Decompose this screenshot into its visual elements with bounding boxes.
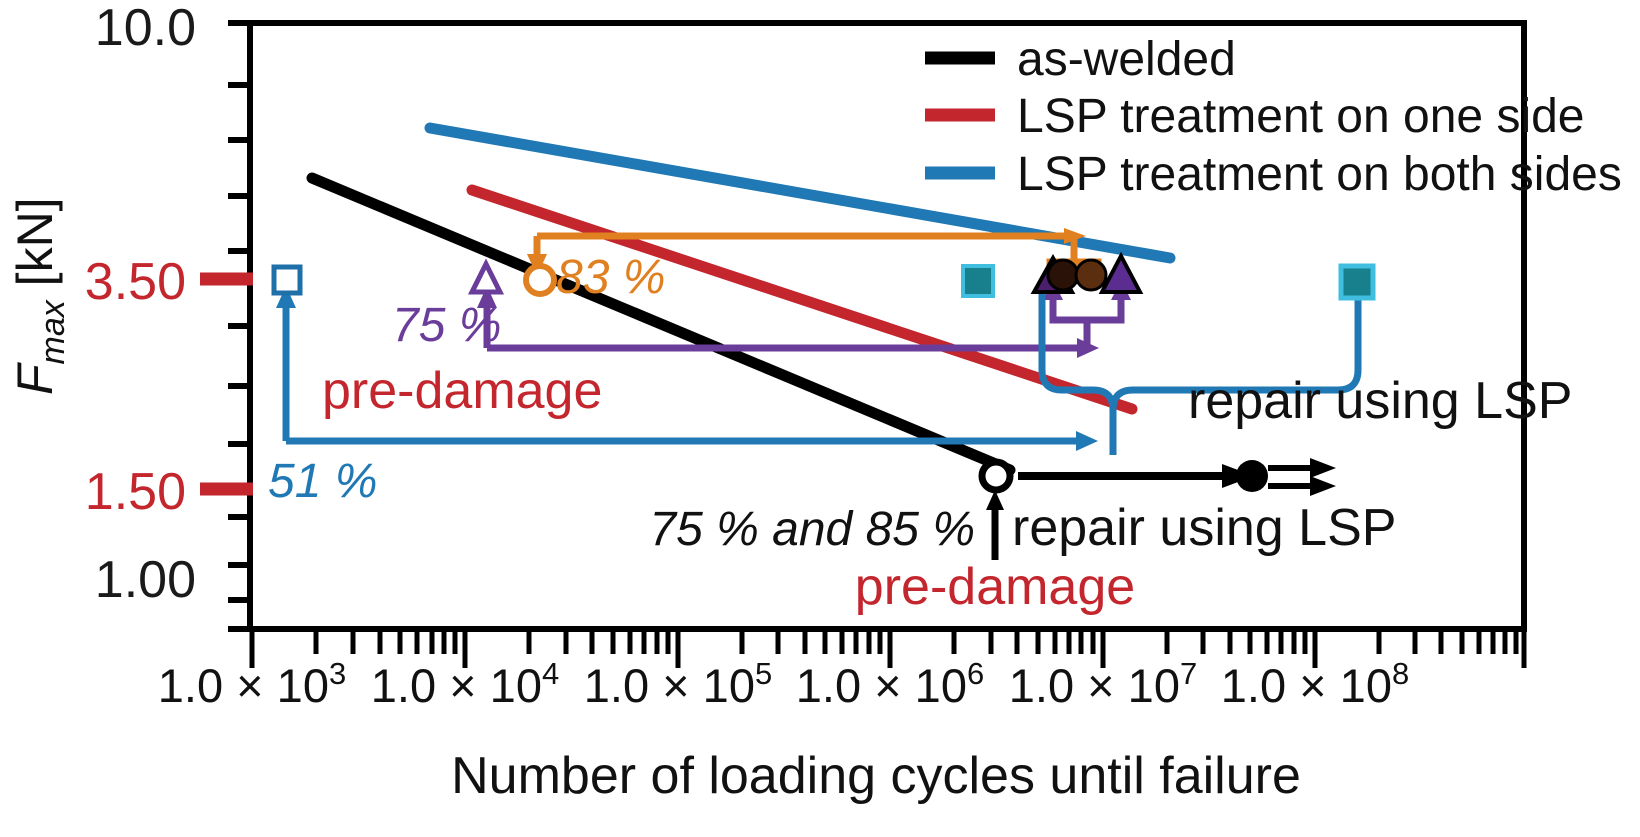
- x-tick-label-1e8: 1.0 × 108: [1221, 656, 1409, 712]
- marker-filled-circle-black: [1236, 460, 1268, 492]
- x-tick-mantissa: 1.0 × 10: [158, 659, 329, 712]
- x-axis-ticks: [249, 629, 1527, 668]
- x-tick-exponent: 5: [755, 656, 772, 691]
- x-tick-mantissa: 1.0 × 10: [1221, 659, 1392, 712]
- x-tick-exponent: 6: [967, 656, 984, 691]
- annotation-blue-51: [276, 286, 1362, 455]
- x-tick-label-1e6: 1.0 × 106: [796, 656, 984, 712]
- x-tick-label-1e5: 1.0 × 105: [584, 656, 772, 712]
- marker-open-triangle-purple: [467, 258, 505, 295]
- annotation-83-percent-label: 83 %: [556, 251, 665, 304]
- marker-filled-circle-orange: [1074, 258, 1108, 292]
- annotation-repair-using-lsp-right: repair using LSP: [1188, 372, 1572, 430]
- x-tick-label-1e4: 1.0 × 104: [371, 656, 559, 712]
- marker-filled-triangle-purple-right: [1098, 251, 1144, 294]
- legend: as-welded LSP treatment on one side LSP …: [925, 33, 1622, 201]
- x-tick-label-1e3: 1.0 × 103: [158, 656, 346, 712]
- marker-filled-circle-dark: [1046, 258, 1080, 292]
- marker-open-square-blue: [271, 264, 303, 296]
- y-axis-title-subscript: max: [34, 299, 72, 364]
- legend-item-lsp-both-sides[interactable]: LSP treatment on both sides: [925, 148, 1622, 201]
- annotation-51-percent-label: 51 %: [268, 455, 377, 508]
- annotation-purple-75: [477, 280, 1131, 358]
- marker-filled-square-teal-right: [1338, 263, 1376, 301]
- series-line-lsp-one-side: [466, 184, 1138, 415]
- y-tick-label-10: 10.0: [95, 0, 196, 57]
- x-tick-mantissa: 1.0 × 10: [371, 659, 542, 712]
- annotation-pre-damage-bottom: pre-damage: [855, 558, 1135, 616]
- x-tick-mantissa: 1.0 × 10: [796, 659, 967, 712]
- x-tick-exponent: 7: [1180, 656, 1197, 691]
- marker-open-circle-orange: [523, 263, 557, 297]
- data-markers: [271, 251, 1376, 494]
- svg-text:Fmax [kN]: Fmax [kN]: [7, 197, 72, 395]
- y-tick-label-150: 1.50: [85, 463, 186, 521]
- x-tick-labels: 1.0 × 103 1.0 × 104 1.0 × 105 1.0 × 106 …: [158, 656, 1409, 712]
- x-tick-exponent: 3: [329, 656, 346, 691]
- y-axis-title: Fmax [kN]: [7, 197, 72, 395]
- legend-label-lsp-both-sides: LSP treatment on both sides: [1017, 148, 1622, 201]
- annotation-75-and-85-percent-label: 75 % and 85 %: [649, 503, 975, 556]
- series-line-as-welded: [306, 172, 1016, 476]
- y-axis-highlight-ticks: [200, 272, 253, 496]
- y-axis-title-unit: [kN]: [7, 197, 63, 300]
- x-tick-exponent: 8: [1392, 656, 1409, 691]
- y-axis-title-symbol: F: [7, 362, 63, 395]
- annotation-pre-damage-left: pre-damage: [322, 362, 602, 420]
- x-tick-mantissa: 1.0 × 10: [1009, 659, 1180, 712]
- legend-item-lsp-one-side[interactable]: LSP treatment on one side: [925, 90, 1585, 143]
- x-tick-mantissa: 1.0 × 10: [584, 659, 755, 712]
- x-tick-exponent: 4: [542, 656, 559, 691]
- legend-item-as-welded[interactable]: as-welded: [925, 33, 1236, 86]
- y-tick-label-350: 3.50: [85, 253, 186, 311]
- x-axis-title: Number of loading cycles until failure: [451, 747, 1301, 805]
- y-axis-ticks: [228, 20, 250, 632]
- marker-open-circle-black: [978, 458, 1014, 494]
- y-tick-label-100: 1.00: [95, 551, 196, 609]
- marker-filled-square-teal-left: [961, 264, 995, 298]
- annotation-75-percent-label: 75 %: [392, 299, 501, 352]
- annotation-repair-using-lsp-bottom: repair using LSP: [1012, 499, 1396, 557]
- legend-label-lsp-one-side: LSP treatment on one side: [1017, 90, 1585, 143]
- legend-label-as-welded: as-welded: [1017, 33, 1236, 86]
- x-tick-label-1e7: 1.0 × 107: [1009, 656, 1197, 712]
